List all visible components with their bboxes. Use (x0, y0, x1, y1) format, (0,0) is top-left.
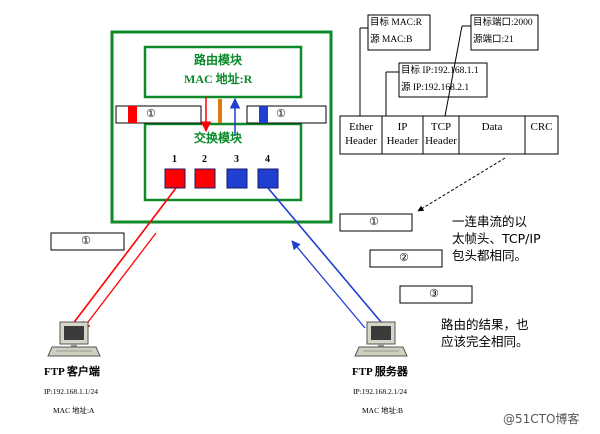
client-link-packet-label: ① (81, 234, 91, 247)
client-link-red-arrow (81, 232, 157, 331)
router-left-packet-box (115, 105, 202, 124)
router-left-packet-red-mark (128, 106, 137, 123)
client-link-packet-box (50, 232, 125, 251)
client-link-red (71, 187, 177, 326)
tcp-callout-src: 源端口:21 (473, 35, 514, 45)
ip-callout-src: 源 IP:192.168.2.1 (401, 83, 470, 93)
router-right-packet-label: ① (276, 107, 286, 120)
server-link-blue (267, 187, 382, 323)
port-3 (226, 168, 248, 189)
packet-list-box-1 (339, 213, 413, 232)
packet-list-box-3 (399, 285, 473, 304)
ip-callout-dst: 目标 IP:192.168.1.1 (401, 66, 479, 76)
router-left-packet-label: ① (146, 107, 156, 120)
client-mac: MAC 地址:A (53, 406, 95, 415)
client-title: FTP 客户端 (44, 366, 100, 378)
ip-callout-box (398, 62, 488, 98)
server-mac: MAC 地址:B (362, 406, 404, 415)
dashed-pointer-arrow (417, 157, 506, 212)
header-cell-crc: CRC (530, 121, 553, 133)
frame-header-table (339, 115, 559, 155)
packet-list-box-2 (369, 249, 443, 268)
header-cell-data: Data (481, 121, 503, 133)
routing-module-title: 路由模块 (194, 53, 243, 67)
note-same-headers: 一连串流的以 太帧头、TCP/IP 包头都相同。 (452, 214, 541, 263)
port-4-number: 4 (265, 154, 270, 165)
tcp-callout-box (470, 14, 539, 51)
routing-module-box (143, 45, 303, 99)
port-2-number: 2 (202, 154, 207, 165)
internal-orange-bar (218, 99, 222, 123)
note-same-routing: 路由的结果，也 应该完全相同。 (441, 317, 529, 349)
port-2 (194, 168, 216, 189)
tcp-callout-pointer (444, 25, 463, 117)
port-1 (164, 168, 186, 189)
server-link-blue-arrow (291, 240, 366, 329)
router-mac-label: MAC 地址:R (184, 72, 253, 86)
switch-module-title: 交换模块 (194, 131, 243, 145)
packet-list-label-1: ① (369, 215, 379, 228)
router-right-packet-box (246, 105, 327, 124)
tcp-callout-dst: 目标端口:2000 (473, 18, 533, 28)
port-1-number: 1 (172, 154, 177, 165)
packet-list-label-2: ② (399, 251, 409, 264)
mac-callout-src: 源 MAC:B (370, 35, 413, 45)
mac-callout-dst: 目标 MAC:R (370, 18, 422, 28)
router-right-packet-blue-mark (259, 106, 268, 123)
watermark: @51CTO博客 (503, 412, 580, 426)
mac-callout-box (367, 14, 431, 51)
server-ip: IP:192.168.2.1/24 (353, 387, 407, 396)
packet-list-label-3: ③ (429, 287, 439, 300)
port-4 (257, 168, 279, 189)
server-title: FTP 服务器 (352, 366, 408, 378)
server-computer-icon (354, 321, 408, 357)
port-3-number: 3 (234, 154, 239, 165)
client-ip: IP:192.168.1.1/24 (44, 387, 98, 396)
client-computer-icon (47, 321, 101, 357)
